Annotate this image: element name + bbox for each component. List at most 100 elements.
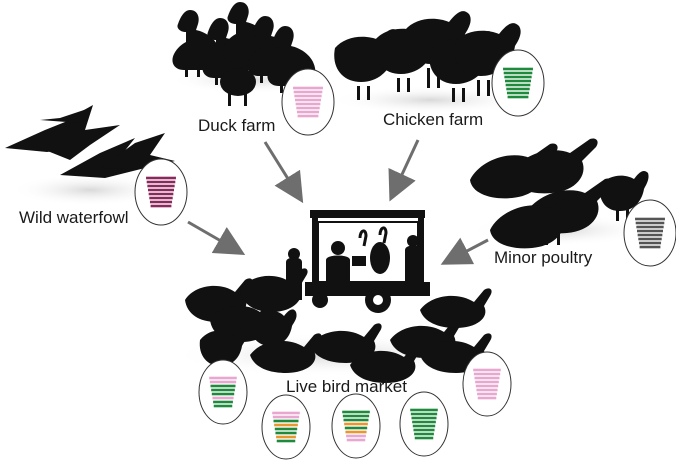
badge-band — [474, 376, 500, 380]
badge-band — [146, 180, 176, 184]
badge-band — [297, 114, 319, 118]
badge-band — [150, 204, 172, 208]
market-birds-silhouette — [185, 268, 492, 383]
badge-band — [146, 176, 176, 180]
badge-band — [503, 67, 533, 71]
badge-market-2 — [261, 394, 311, 460]
wild-waterfowl-silhouette — [5, 105, 175, 178]
badge-band — [639, 245, 661, 249]
badge-band — [213, 400, 233, 404]
badge-band — [276, 435, 296, 439]
badge-band — [635, 221, 665, 225]
badge-band — [414, 432, 434, 436]
badge-band — [275, 431, 297, 435]
badge-band — [475, 384, 499, 388]
badge-band — [411, 416, 437, 420]
badge-chicken-farm — [491, 49, 545, 117]
badge-outline — [281, 68, 335, 136]
badge-band — [412, 420, 436, 424]
badge-band — [476, 388, 498, 392]
duck-farm-silhouette — [172, 2, 316, 106]
badge-band — [477, 396, 497, 400]
badge-band — [506, 91, 530, 95]
badge-band — [344, 426, 368, 430]
badge-band — [344, 422, 368, 426]
badge-band — [638, 237, 662, 241]
badge-band — [293, 86, 323, 90]
badge-market-3 — [331, 393, 381, 459]
badge-band — [148, 192, 174, 196]
arrow-chicken-farm-to-market — [388, 139, 420, 202]
badge-band — [410, 412, 438, 416]
badge-band — [503, 71, 533, 75]
badge-band — [506, 87, 530, 91]
badge-band — [477, 392, 497, 396]
badge-band — [211, 392, 235, 396]
label-minor-poultry: Minor poultry — [494, 248, 593, 267]
label-duck-farm: Duck farm — [198, 116, 276, 135]
badge-outline — [331, 393, 381, 459]
badge-band — [473, 372, 501, 376]
badge-band — [636, 225, 664, 229]
badge-duck-farm — [281, 68, 335, 136]
badge-minor-poultry — [623, 199, 676, 267]
badge-band — [505, 79, 531, 83]
badge-band — [295, 102, 321, 106]
chicken-farm-silhouette — [334, 11, 521, 102]
badge-band — [213, 404, 233, 408]
badge-outline — [399, 391, 449, 457]
badge-outline — [462, 351, 512, 417]
badge-band — [296, 106, 320, 110]
badge-band — [149, 196, 173, 200]
badge-market-4 — [399, 391, 449, 457]
badge-band — [212, 396, 234, 400]
arrow-wild-waterfowl-to-market — [187, 220, 246, 255]
badge-band — [342, 414, 370, 418]
label-live-bird-market: Live bird market — [286, 377, 407, 396]
badge-band — [149, 200, 173, 204]
badge-band — [276, 439, 296, 443]
badge-band — [343, 418, 369, 422]
badge-band — [412, 424, 436, 428]
badge-band — [272, 415, 300, 419]
badge-wild-waterfowl — [134, 158, 188, 226]
badge-band — [274, 427, 298, 431]
badge-band — [473, 368, 501, 372]
badge-outline — [623, 199, 676, 267]
badge-band — [296, 110, 320, 114]
badge-band — [274, 423, 298, 427]
badge-band — [209, 376, 237, 380]
badge-band — [342, 410, 370, 414]
badge-band — [635, 217, 665, 221]
badge-band — [507, 95, 529, 99]
badge-band — [147, 184, 175, 188]
badge-band — [505, 83, 531, 87]
badge-band — [413, 428, 435, 432]
arrow-minor-poultry-to-market — [440, 237, 489, 265]
badge-outline — [491, 49, 545, 117]
badge-band — [293, 90, 323, 94]
badge-market-5 — [462, 351, 512, 417]
badge-band — [210, 384, 236, 388]
badge-band — [410, 408, 438, 412]
badge-band — [504, 75, 532, 79]
minor-poultry-silhouette — [470, 138, 649, 249]
arrow-duck-farm-to-market — [263, 141, 304, 204]
badge-band — [414, 436, 434, 440]
badge-band — [346, 434, 366, 438]
badge-band — [637, 233, 663, 237]
badge-band — [637, 229, 663, 233]
badge-outline — [198, 359, 248, 425]
badge-outline — [134, 158, 188, 226]
badge-band — [346, 438, 366, 442]
badge-band — [295, 98, 321, 102]
badge-band — [475, 380, 499, 384]
badge-band — [345, 430, 367, 434]
badge-band — [294, 94, 322, 98]
badge-band — [638, 241, 662, 245]
badge-band — [273, 419, 299, 423]
market-cart — [286, 210, 430, 313]
label-wild-waterfowl: Wild waterfowl — [19, 208, 129, 227]
label-chicken-farm: Chicken farm — [383, 110, 484, 129]
